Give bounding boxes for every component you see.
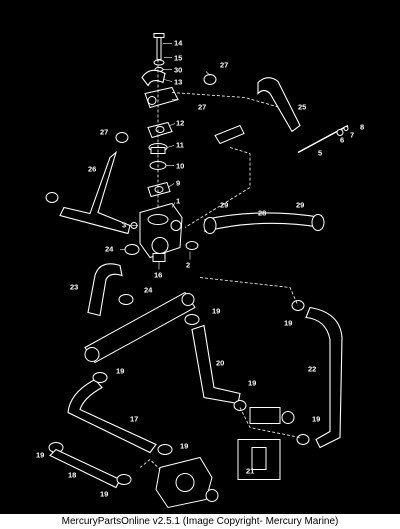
- callout-19: 19: [36, 451, 44, 460]
- hose-18: [49, 448, 121, 489]
- bolt-14: [153, 33, 165, 60]
- callout-5: 5: [318, 149, 322, 158]
- callout-29: 29: [220, 201, 228, 210]
- hose-clamp-19d: [233, 400, 247, 411]
- hose-clamp-27a: [203, 74, 217, 85]
- callout-15: 15: [174, 54, 182, 63]
- gasket-12: [147, 121, 173, 139]
- leader-lines: [120, 43, 211, 270]
- callout-10: 10: [176, 162, 184, 171]
- callout-18: 18: [68, 471, 76, 480]
- hose-22: [305, 306, 343, 449]
- hose-clamp-27b: [115, 132, 129, 143]
- callout-19: 19: [212, 307, 220, 316]
- thermostat-housing-cover: [144, 86, 179, 109]
- copyright-caption: MercuryPartsOnline v2.5.1 (Image Copyrig…: [0, 514, 400, 529]
- callout-17: 17: [130, 415, 138, 424]
- callout-26: 26: [88, 165, 96, 174]
- callout-14: 14: [174, 39, 183, 48]
- callout-27: 27: [100, 128, 108, 137]
- manifold-pipe: [84, 291, 196, 364]
- callout-2: 2: [186, 261, 190, 270]
- hose-clamp-19a: [184, 314, 200, 325]
- callout-22: 22: [308, 365, 316, 374]
- hose-clamp-19c: [296, 434, 310, 445]
- hose-17: [67, 378, 157, 454]
- callout-27: 27: [198, 103, 206, 112]
- callout-27: 27: [220, 61, 228, 70]
- water-pump-fitting: [155, 456, 219, 509]
- callout-9: 9: [176, 179, 180, 188]
- hose-20: [191, 324, 241, 405]
- thermostat-housing-1: [139, 202, 183, 259]
- hose-25: [257, 77, 301, 133]
- callout-19: 19: [284, 319, 292, 328]
- callout-16: 16: [154, 271, 162, 280]
- washer-15: [153, 59, 165, 66]
- decal-21: [237, 439, 281, 480]
- callout-1: 1: [176, 197, 180, 206]
- callout-24: 24: [105, 245, 114, 254]
- fitting-assembly: [249, 407, 295, 424]
- hose-clamp-19h: [116, 474, 132, 485]
- callout-28: 28: [258, 209, 266, 218]
- hose-clamp-19g: [157, 444, 173, 455]
- callout-labels: 14 15 30 13 27 27 12 11 10 9 1 27 26 25 …: [36, 39, 364, 499]
- hose-23: [87, 263, 123, 317]
- hose-clamp-27c: [45, 192, 59, 203]
- callout-8: 8: [360, 123, 364, 132]
- callout-29: 29: [296, 201, 304, 210]
- elbow-fitting-13: [141, 69, 166, 87]
- fitting-16: [152, 253, 166, 262]
- callout-19: 19: [100, 490, 108, 499]
- callout-25: 25: [298, 103, 306, 112]
- callout-23: 23: [70, 283, 78, 292]
- callout-11: 11: [176, 141, 184, 150]
- elbow-4: [214, 124, 245, 145]
- hose-clamp-24b: [118, 294, 134, 305]
- callout-30: 30: [174, 66, 182, 75]
- hose-clamp-29a: [203, 217, 217, 234]
- callout-24: 24: [144, 286, 153, 295]
- hose-clamp-29b: [311, 214, 325, 231]
- hose-clamp-24a: [124, 244, 140, 255]
- callout-19: 19: [312, 415, 320, 424]
- hose-clamp-19e: [92, 372, 108, 383]
- callout-19: 19: [116, 367, 124, 376]
- callout-13: 13: [174, 78, 182, 87]
- callout-6: 6: [340, 136, 344, 145]
- callout-20: 20: [216, 359, 224, 368]
- rod-5-6-7-8: [297, 124, 349, 154]
- callout-7: 7: [350, 131, 354, 140]
- callout-12: 12: [176, 119, 184, 128]
- callout-21: 21: [246, 467, 254, 476]
- hose-26: [59, 150, 131, 235]
- callout-19: 19: [180, 442, 188, 451]
- fitting-2: [185, 241, 199, 250]
- callout-19: 19: [248, 379, 256, 388]
- gasket-9: [147, 181, 171, 198]
- callout-3: 3: [122, 221, 126, 230]
